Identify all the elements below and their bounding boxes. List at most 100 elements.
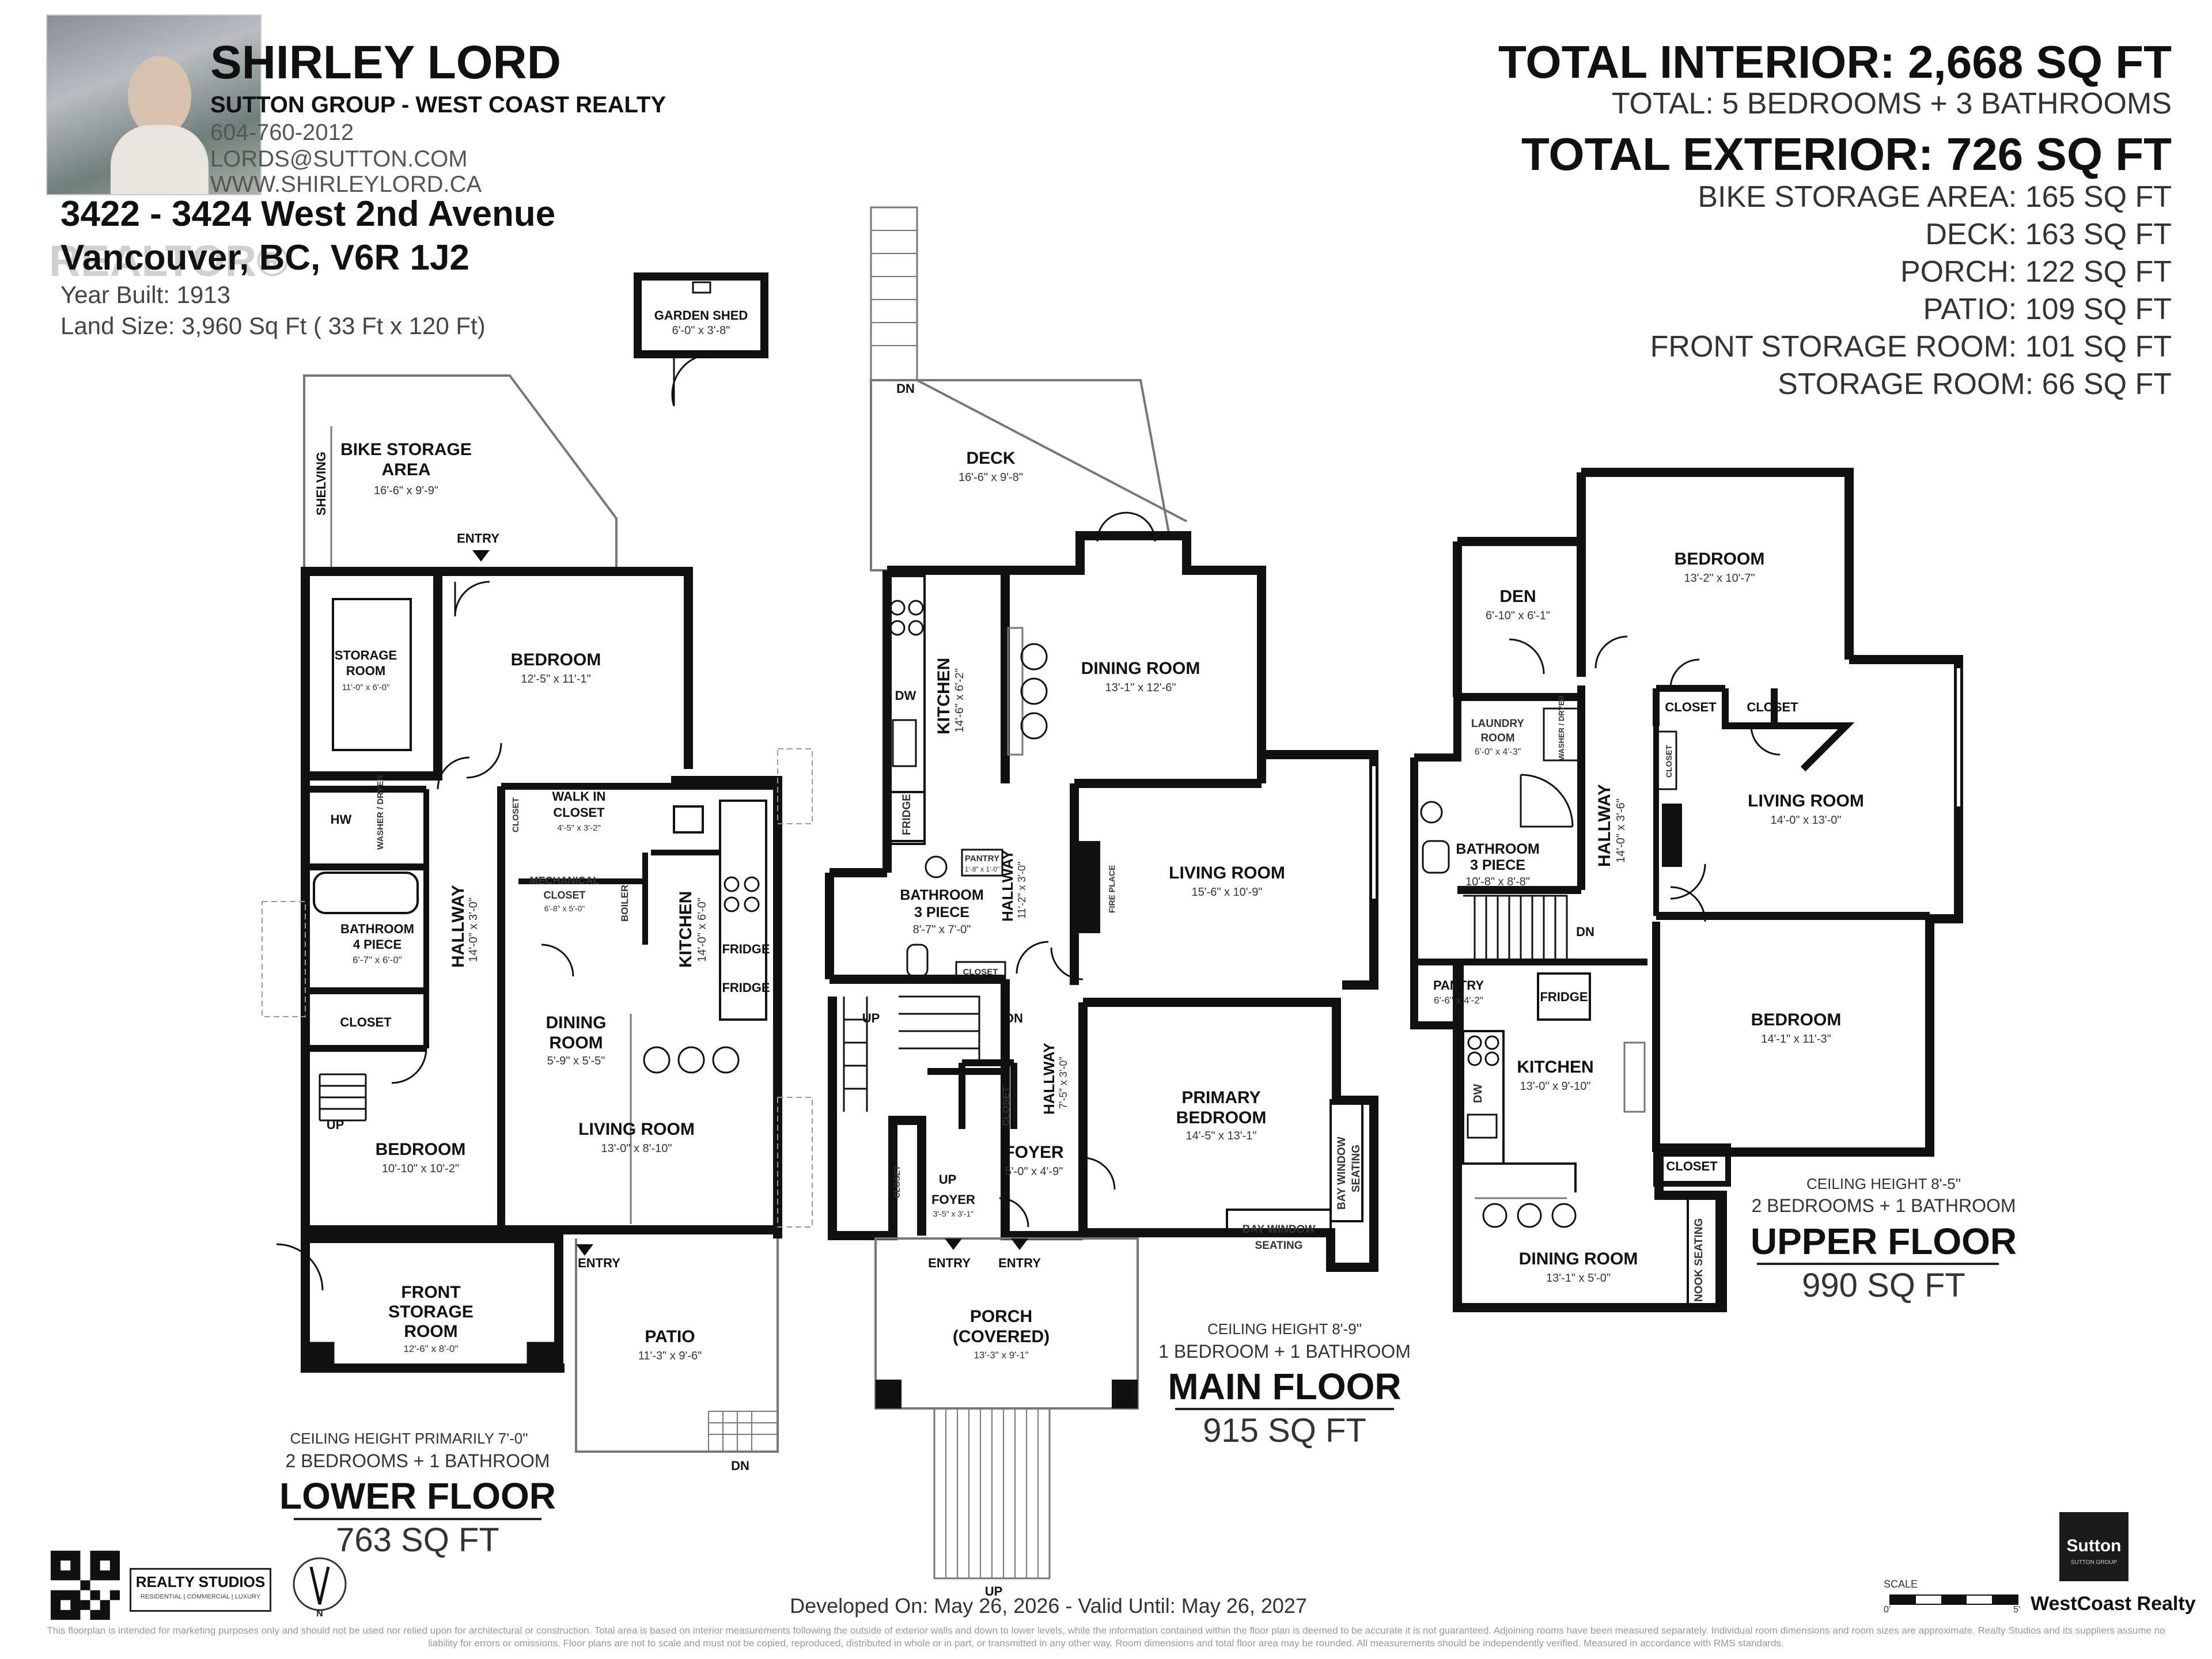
- fixture-label: BAY WINDOW: [1336, 1137, 1348, 1210]
- entry-arrow-icon: [945, 1238, 962, 1250]
- lower-floor-title: LOWER FLOOR: [279, 1475, 556, 1517]
- stove-burner-icon: [1484, 1051, 1499, 1066]
- room-label: PRIMARY: [1181, 1088, 1260, 1107]
- room-label: CLOSET: [1747, 700, 1798, 714]
- door-arc: [1096, 512, 1156, 542]
- room-label: CLOSET: [553, 805, 605, 820]
- room-dim: 10'-8" x 8'-8": [1465, 876, 1530, 888]
- room-label: DECK: [966, 449, 1015, 468]
- upper-island: [1623, 1041, 1646, 1113]
- room-label: PANTRY: [1433, 978, 1484, 993]
- room-label: BATHROOM: [900, 887, 983, 903]
- room-label: CLOSET: [963, 967, 998, 977]
- room-label: BEDROOM: [376, 1140, 466, 1159]
- room-dim: 7'-5" x 3'-0": [1058, 1056, 1069, 1109]
- door-arc: [1670, 863, 1706, 922]
- room-dim: 4'-5" x 3'-2": [557, 823, 601, 833]
- door-arc: [1594, 635, 1628, 669]
- stove-burner-icon: [908, 620, 924, 636]
- room-label: KITCHEN: [1517, 1058, 1593, 1077]
- total-rooms: TOTAL: 5 BEDROOMS + 3 BATHROOMS: [1611, 87, 2172, 120]
- main-pillar: [1074, 841, 1100, 933]
- stairs-label: UP: [327, 1118, 344, 1132]
- door-arc: [391, 1048, 427, 1084]
- room-label: CLOSET: [1664, 745, 1673, 778]
- room-label: SHELVING: [314, 452, 328, 516]
- chair-icon: [677, 1046, 705, 1074]
- main-outer-wall: [1078, 998, 1378, 1272]
- room-label: GARDEN SHED: [654, 308, 748, 323]
- room-label: STORAGE: [388, 1302, 474, 1321]
- chair-icon: [712, 1046, 740, 1074]
- room-dim: 11'-3" x 9'-6": [638, 1350, 702, 1362]
- room-dim: 13'-2" x 10'-7": [1684, 572, 1755, 585]
- room-dim: 5'-9" x 5'-5": [547, 1055, 605, 1067]
- upper-outer-wall: [1453, 468, 1963, 1312]
- stove-burner-icon: [1467, 1035, 1482, 1050]
- main-stairs: [899, 995, 980, 1063]
- stairs-label: UP: [985, 1584, 1003, 1599]
- agent-phone: 604-760-2012: [210, 120, 354, 145]
- lower-kitchen-counter: [719, 800, 767, 1021]
- stairs-label: DN: [731, 1459, 749, 1473]
- garden-shed-walls: [634, 272, 768, 358]
- address-line2: Vancouver, BC, V6R 1J2: [60, 238, 469, 278]
- room-label: DEN: [1499, 587, 1536, 606]
- door-arc: [999, 1197, 1029, 1228]
- chair-icon: [1020, 712, 1048, 740]
- room-label: AREA: [381, 460, 430, 479]
- fixture-label: SEATING: [1350, 1145, 1362, 1192]
- room-dim: 16'-6" x 9'-8": [959, 471, 1023, 484]
- room-dim: 12'-5" x 11'-1": [521, 673, 591, 685]
- room-dim: 16'-6" x 9'-9": [374, 484, 438, 497]
- year-built: Year Built: 1913: [60, 281, 231, 308]
- room-label: 3 PIECE: [914, 904, 969, 921]
- exterior-item: PORCH: 122 SQ FT: [1900, 255, 2172, 289]
- chair-icon: [1482, 1203, 1508, 1228]
- room-dim: 1'-8" x 1'-0": [965, 865, 999, 873]
- westcoast-realty: WestCoast Realty: [2031, 1593, 2196, 1615]
- room-dim: 15'-6" x 10'-9": [1191, 886, 1262, 899]
- room-dim: 14'-0" x 3'-6": [1615, 798, 1627, 863]
- room-label: FRONT: [401, 1283, 460, 1302]
- agent-photo: [46, 14, 262, 195]
- exterior-item: BIKE STORAGE AREA: 165 SQ FT: [1698, 180, 2172, 214]
- room-dim: 6'-0" x 4'-3": [1475, 747, 1521, 757]
- room-label: KITCHEN: [934, 658, 953, 734]
- lower-stairs: [319, 1073, 367, 1122]
- porch-pillar: [1112, 1380, 1138, 1408]
- door-arc: [437, 756, 470, 790]
- chair-icon: [1020, 677, 1048, 705]
- agent-website: WWW.SHIRLEYLORD.CA: [210, 172, 482, 197]
- room-label: FOYER: [931, 1192, 975, 1207]
- upper-outer-wall: [1652, 912, 1930, 1152]
- porch-pillar: [876, 1380, 902, 1408]
- main-floor-sqft: 915 SQ FT: [1203, 1412, 1366, 1449]
- upper-floor-sqft: 990 SQ FT: [1802, 1267, 1965, 1304]
- chair-icon: [643, 1046, 671, 1074]
- room-label: ROOM: [346, 664, 385, 678]
- fridge-box: [886, 791, 926, 845]
- agent-email: LORDS@SUTTON.COM: [210, 146, 468, 172]
- stove-burner-icon: [908, 600, 924, 616]
- door-arc: [1016, 941, 1049, 974]
- closet-box: [1655, 730, 1677, 790]
- room-dim: 6'-0" x 3'-8": [672, 324, 730, 337]
- stove-burner-icon: [744, 896, 760, 912]
- disclaimer: This floorplan is intended for marketing…: [47, 1625, 2165, 1649]
- room-label: ROOM: [404, 1322, 457, 1341]
- fixture-label: BOILER: [619, 885, 630, 922]
- room-label: HALLWAY: [999, 850, 1016, 922]
- garden-shed-vent: [692, 281, 711, 294]
- upper-floor-plan: [1410, 468, 1963, 1312]
- lower-title-underline: [294, 1518, 541, 1520]
- scale-zero: 0': [1884, 1605, 1891, 1615]
- exterior-item: FRONT STORAGE ROOM: 101 SQ FT: [1650, 330, 2172, 363]
- door-arc: [1750, 725, 1781, 756]
- sink-icon: [892, 719, 917, 767]
- stairs-label: UP: [939, 1172, 957, 1187]
- entry-arrow-icon: [576, 1244, 593, 1256]
- room-label: LIVING ROOM: [1748, 791, 1864, 810]
- room-dim: 14'-0" x 3'-0": [467, 897, 480, 962]
- room-label: LIVING ROOM: [1169, 863, 1285, 882]
